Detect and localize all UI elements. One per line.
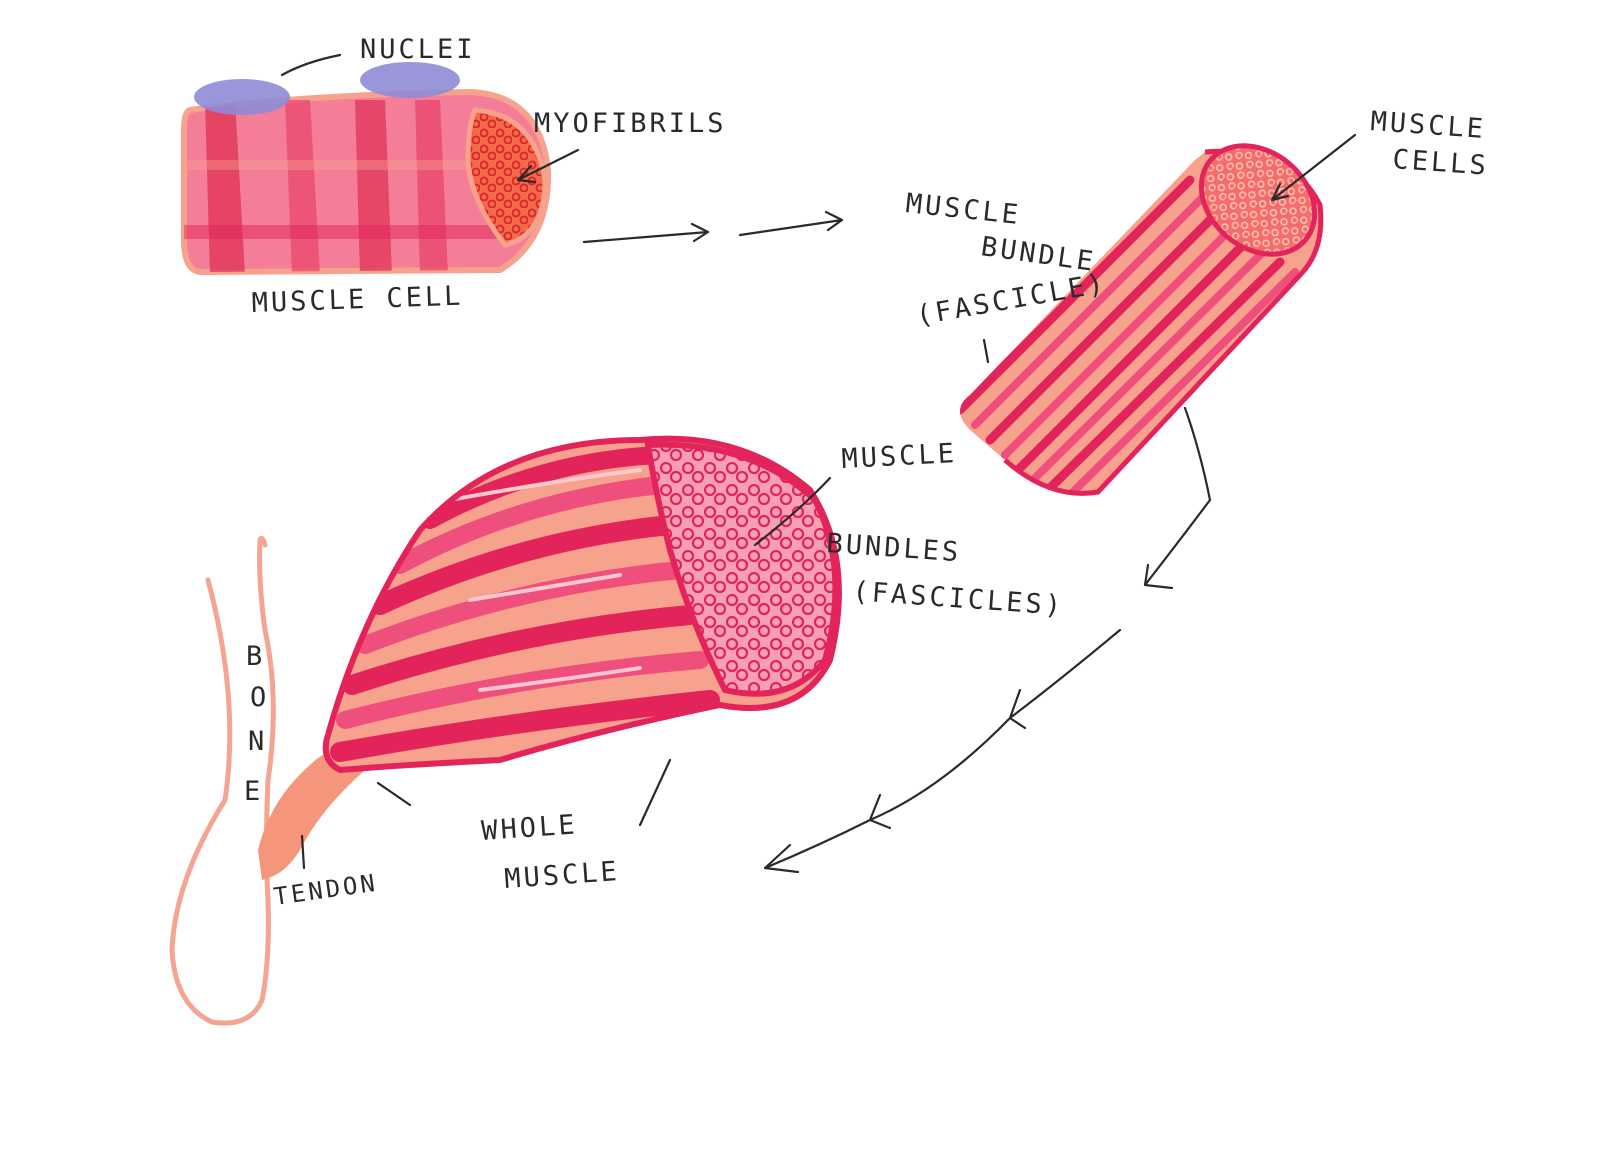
label-muscle-cells-line2: CELLS xyxy=(1392,144,1490,182)
label-nuclei: NUCLEI xyxy=(360,34,476,65)
bone-letter-b: B xyxy=(246,641,265,672)
label-bundle-line1: MUSCLE xyxy=(904,188,1022,231)
leader-whole-muscle-right xyxy=(638,758,672,827)
arrow-cell-to-bundle-2 xyxy=(738,210,844,237)
label-muscle-bundles-line1: MUSCLE xyxy=(841,438,958,475)
leader-bundle xyxy=(982,338,990,364)
nucleus-left xyxy=(194,79,290,115)
leader-tendon xyxy=(300,834,306,870)
tendon-drawing xyxy=(258,745,365,880)
bone-letter-o: O xyxy=(250,682,269,713)
label-whole-line2: MUSCLE xyxy=(503,856,620,895)
arrow-bundle-down xyxy=(1143,406,1212,590)
label-bundle-line2: BUNDLE xyxy=(979,231,1098,278)
myofibrils-cross-section xyxy=(465,107,548,248)
whole-muscle-drawing xyxy=(322,435,842,774)
muscle-cell-drawing xyxy=(181,62,552,276)
label-muscle-bundles-line3: (FASCICLES) xyxy=(852,576,1065,622)
label-whole-line1: WHOLE xyxy=(480,809,578,847)
label-muscle-cell: MUSCLE CELL xyxy=(251,281,464,319)
leader-muscle-cells xyxy=(1270,133,1357,202)
leader-nuclei xyxy=(280,53,342,77)
leader-myofibrils xyxy=(516,148,580,184)
leader-muscle-bundles xyxy=(753,476,832,547)
arrow-bundle-to-whole xyxy=(763,628,1122,874)
bone-drawing xyxy=(169,535,276,1026)
label-muscle-cells-line1: MUSCLE xyxy=(1370,106,1487,145)
label-tendon: TENDON xyxy=(272,869,380,911)
bone-letter-n: N xyxy=(248,726,267,757)
arrow-cell-to-bundle-1 xyxy=(582,222,710,244)
whole-muscle-cross-section xyxy=(644,441,839,697)
nucleus-right xyxy=(360,62,460,98)
muscle-bundle-drawing xyxy=(960,143,1324,496)
bundle-cross-section xyxy=(1198,143,1318,257)
bone-letter-e: E xyxy=(244,776,263,807)
label-muscle-bundles-line2: BUNDLES xyxy=(826,528,963,568)
label-myofibrils: MYOFIBRILS xyxy=(534,108,727,139)
leader-whole-muscle-left xyxy=(376,781,412,807)
